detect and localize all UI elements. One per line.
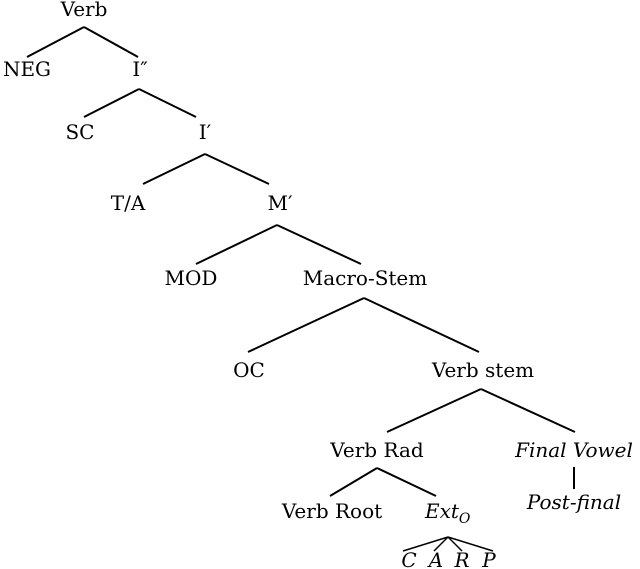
edge-idoublebar-sc — [83, 88, 140, 118]
edge-macrostem-verbstem — [363, 297, 480, 353]
edge-verbstem-finalvowel — [480, 388, 576, 433]
edge-verb-neg — [26, 26, 85, 58]
node-verb: Verb — [60, 0, 108, 21]
node-oc: OC — [233, 358, 265, 382]
node-ext: ExtO — [424, 499, 471, 527]
node-ta: T/A — [111, 191, 146, 215]
edge-ext-r — [447, 536, 463, 552]
edge-ext-c — [402, 536, 449, 552]
leaf-a: A — [427, 548, 443, 569]
tree-edges — [26, 26, 576, 552]
edge-ext-a — [433, 536, 449, 552]
node-ext-main: Ext — [424, 499, 460, 523]
leaf-p: P — [481, 548, 496, 569]
edge-idoublebar-ibar — [138, 88, 197, 118]
edge-verbrad-ext — [376, 467, 437, 497]
leaf-c: C — [401, 548, 416, 569]
node-sc: SC — [65, 120, 94, 144]
edge-ext-p — [447, 536, 494, 552]
edge-verb-idoublebar — [83, 26, 139, 58]
node-ext-subscript: O — [459, 511, 471, 527]
edge-verbrad-verbroot — [329, 467, 378, 497]
edge-mbar-mod — [195, 224, 278, 265]
edge-ibar-mbar — [204, 153, 270, 185]
node-neg: NEG — [3, 57, 51, 81]
edge-ibar-ta — [142, 153, 206, 185]
edge-macrostem-oc — [247, 297, 365, 353]
node-m-bar: M′ — [267, 191, 292, 215]
node-verb-root: Verb Root — [281, 499, 382, 523]
edge-mbar-macrostem — [276, 224, 362, 265]
edge-verbstem-verbrad — [386, 388, 482, 433]
node-i-double-bar: I″ — [132, 57, 147, 81]
node-macro-stem: Macro-Stem — [303, 266, 428, 290]
tree-nodes: Verb NEG I″ SC I′ T/A M′ MOD Macro-Stem … — [3, 0, 633, 569]
node-verb-rad: Verb Rad — [329, 438, 424, 462]
leaf-r: R — [453, 548, 469, 569]
node-mod: MOD — [165, 266, 218, 290]
node-final-vowel: Final Vowel — [514, 438, 633, 462]
node-post-final: Post-final — [526, 490, 621, 514]
node-verb-stem: Verb stem — [431, 358, 534, 382]
node-i-bar: I′ — [199, 120, 212, 144]
